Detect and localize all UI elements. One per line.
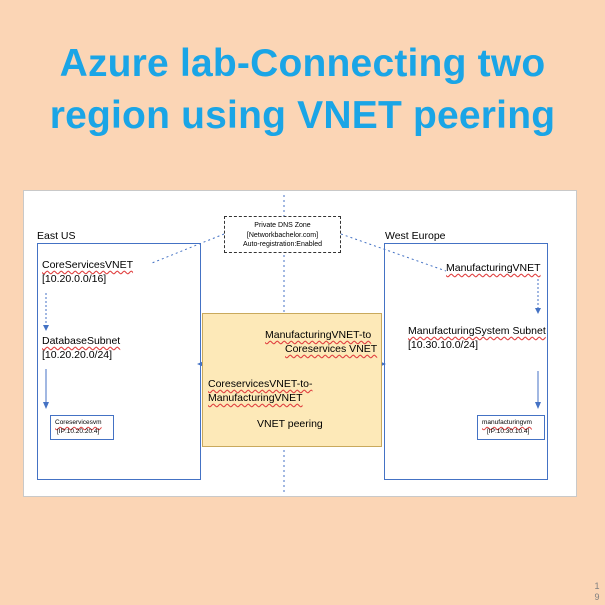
- east-vnet-cidr: [10.20.0.0/16]: [42, 273, 107, 285]
- east-subnet-name: DatabaseSubnet: [42, 335, 121, 347]
- west-vm-box: manufacturingvm [IP:10.30.10.4]: [477, 415, 545, 440]
- west-subnet-cidr: [10.30.10.0/24]: [408, 339, 479, 351]
- east-subnet-cidr: [10.20.20.0/24]: [42, 349, 113, 361]
- title-line-1: Azure lab-Connecting two: [59, 42, 546, 85]
- private-dns-zone: Private DNS Zone [Networkbachelor.com] A…: [224, 216, 341, 253]
- west-vnet-name: ManufacturingVNET: [446, 262, 541, 274]
- vnet-peering-box: [202, 313, 382, 447]
- peering-link2-line2: ManufacturingVNET: [208, 392, 303, 404]
- dns-autoreg: Auto-registration:Enabled: [243, 241, 322, 248]
- peering-link1-line2: Coreservices VNET: [285, 343, 378, 355]
- peering-link1-line1: ManufacturingVNET-to: [265, 329, 372, 341]
- slide-title: Azure lab-Connecting two region using VN…: [0, 38, 605, 142]
- west-region-label: West Europe: [385, 230, 446, 242]
- title-line-2: region using VNET peering: [49, 94, 556, 137]
- east-vm-ip: [IP:10.20.20.4]: [57, 428, 100, 435]
- dns-link-west: [340, 233, 447, 272]
- page-number: 19: [594, 581, 600, 602]
- dns-title: Private DNS Zone: [254, 222, 311, 229]
- west-vm-ip: [IP:10.30.10.4]: [487, 428, 530, 435]
- east-region-box: [37, 243, 201, 480]
- east-vm-name: Coreservicesvm: [55, 419, 102, 426]
- west-vm-name: manufacturingvm: [482, 419, 532, 426]
- east-region-label: East US: [37, 230, 76, 242]
- west-subnet-name-text: ManufacturingSystem Subnet: [408, 325, 546, 337]
- peering-label: VNET peering: [257, 418, 323, 430]
- east-vnet-name: CoreServicesVNET: [42, 259, 134, 271]
- network-diagram: East US CoreServicesVNET [10.20.0.0/16] …: [23, 190, 577, 497]
- west-subnet-name: ManufacturingSystem Subnet: [408, 325, 546, 338]
- dns-domain: [Networkbachelor.com]: [246, 231, 319, 239]
- west-region-box: [384, 243, 548, 480]
- east-vm-box: Coreservicesvm [IP:10.20.20.4]: [50, 415, 114, 440]
- peering-link2-line1: CoreservicesVNET-to-: [208, 378, 313, 390]
